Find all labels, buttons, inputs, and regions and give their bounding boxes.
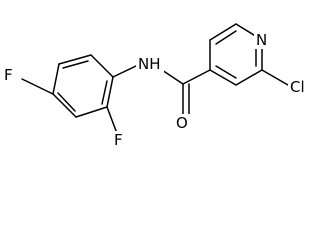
bond [106, 76, 114, 108]
molecule-structure: F F NH O N Cl [2, 23, 308, 149]
difluorophenyl-ring [52, 54, 114, 118]
atom-cl: Cl [288, 78, 308, 96]
bond-carbonyl-pyridine [182, 69, 211, 85]
atom-nh: NH [136, 55, 164, 73]
bond [75, 106, 108, 118]
bond-c-cl [261, 69, 289, 86]
atom-label-n-ring: N [256, 31, 267, 49]
bond [52, 63, 60, 95]
atom-o: O [174, 114, 190, 132]
double-bond-inner [57, 92, 76, 112]
atom-label-cl: Cl [290, 78, 305, 96]
chloropyridine-ring [209, 23, 263, 86]
bond [235, 69, 263, 86]
bond [58, 54, 92, 65]
atom-n-ring: N [254, 31, 270, 49]
atom-label-f-top: F [4, 66, 13, 84]
bond-c-nh [112, 64, 139, 78]
atom-label-nh: NH [138, 55, 161, 73]
bond [90, 54, 114, 78]
bond [52, 93, 77, 118]
atom-f-top: F [2, 66, 16, 84]
double-bond-inner [62, 60, 89, 69]
bond [209, 69, 237, 86]
double-bond-inner [215, 65, 237, 79]
atom-label-o: O [176, 114, 188, 132]
bond-c-f-top [21, 78, 54, 95]
double-bond-inner [215, 30, 237, 45]
bond [209, 23, 237, 41]
atom-label-f-bottom: F [114, 131, 123, 149]
atom-f-bottom: F [112, 131, 126, 149]
double-bond-inner [101, 80, 108, 105]
